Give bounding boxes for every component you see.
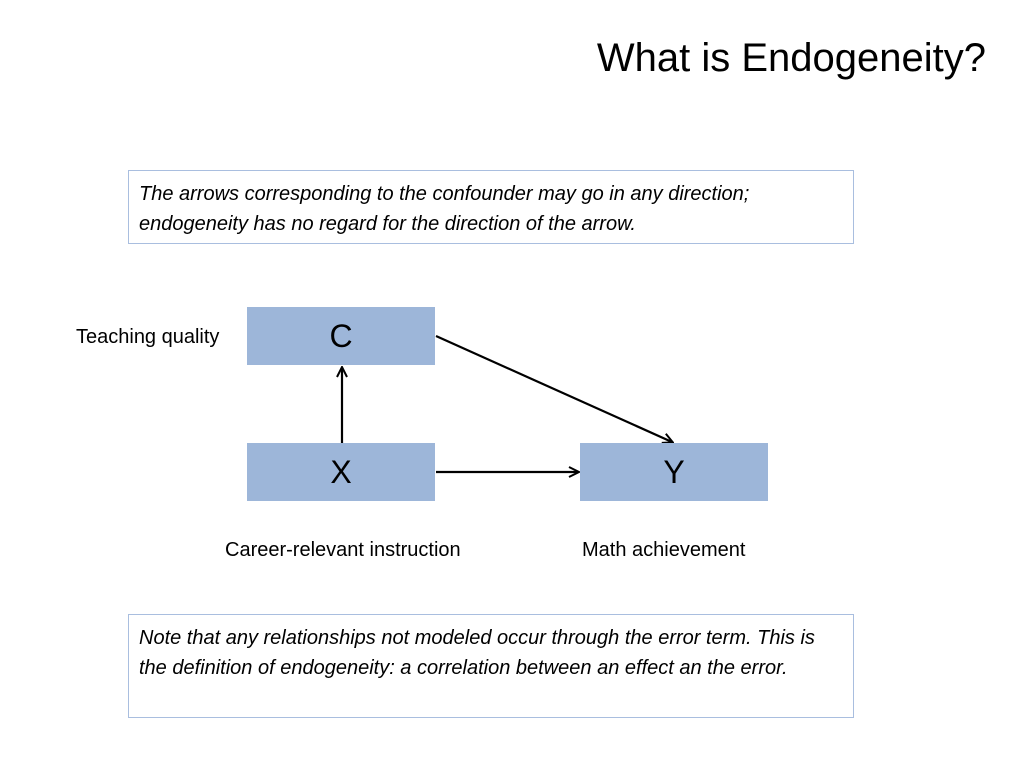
confounder-note-box: The arrows corresponding to the confound…	[128, 170, 854, 244]
node-x-label: Career-relevant instruction	[225, 539, 461, 561]
node-x-box: X	[247, 443, 435, 501]
error-term-note-text: Note that any relationships not modeled …	[139, 627, 815, 679]
node-x-symbol: X	[330, 453, 352, 490]
node-y-label: Math achievement	[582, 539, 746, 561]
slide-title: What is Endogeneity?	[596, 36, 986, 80]
confounder-note-text: The arrows corresponding to the confound…	[139, 183, 750, 235]
node-y-box: Y	[580, 443, 768, 501]
arrow-c-to-y	[435, 334, 672, 442]
node-c-box: C	[247, 307, 435, 365]
node-c-symbol: C	[329, 317, 353, 354]
error-term-note-box: Note that any relationships not modeled …	[128, 614, 854, 718]
node-c-label: Teaching quality	[76, 326, 220, 348]
node-y-symbol: Y	[663, 453, 685, 490]
